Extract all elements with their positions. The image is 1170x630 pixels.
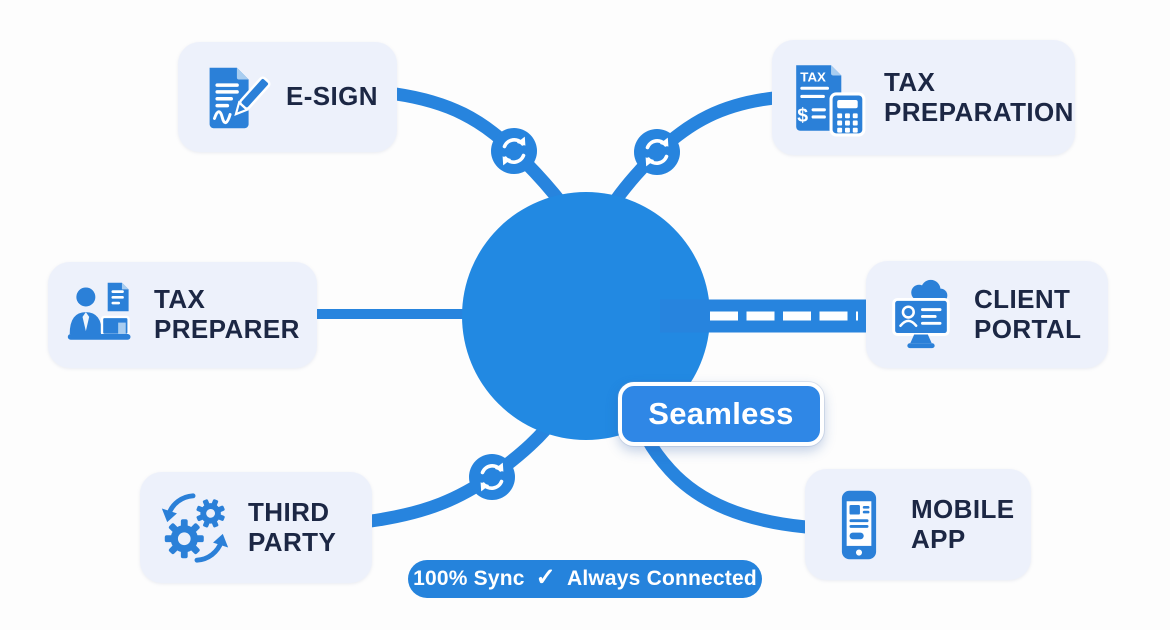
monitor-cloud-user-icon-svg: [892, 279, 950, 348]
node-label-line: TAX: [884, 66, 936, 97]
node-label-line: TAX: [154, 284, 206, 315]
tax-icon-header-text: TAX: [800, 69, 826, 84]
smartphone-icon: [821, 487, 897, 563]
seamless-badge: Seamless: [618, 382, 824, 446]
tax-preparer-person-desk-icon-svg: [67, 282, 131, 340]
node-card-tax-preparation: TAX $ TAX PREPARATION: [772, 40, 1075, 155]
tax-preparer-person-desk-icon: [64, 277, 140, 353]
node-label-tax-preparer: TAX PREPARER: [154, 285, 300, 344]
sync-icon: [491, 128, 537, 174]
node-label-line: PARTY: [248, 526, 337, 557]
gears-exchange-arrows-icon: [156, 489, 234, 567]
node-label-line: PREPARER: [154, 314, 300, 344]
node-card-tax-preparer: TAX PREPARER: [48, 262, 317, 368]
connector-third-party: [364, 407, 565, 528]
node-label-mobile-app: MOBILE APP: [911, 493, 1015, 554]
monitor-cloud-user-icon: [882, 276, 960, 354]
sync-icon-svg: [634, 129, 680, 175]
tax-document-calculator-icon-svg: TAX $: [796, 64, 866, 136]
tax-icon-dollar-text: $: [797, 104, 808, 126]
node-label-line: PREPARATION: [884, 96, 1074, 127]
check-icon: ✓: [535, 564, 556, 591]
node-card-mobile-app: MOBILE APP: [805, 469, 1031, 580]
node-label-line: CLIENT: [974, 283, 1071, 314]
banner-sync-text: 100% Sync: [413, 567, 525, 590]
esign-document-pen-icon-svg: [209, 67, 271, 129]
sync-icon-svg: [469, 454, 515, 500]
node-label-line: E-SIGN: [286, 81, 378, 112]
node-card-e-sign: E-SIGN: [178, 42, 397, 152]
esign-document-pen-icon: [194, 58, 272, 136]
node-card-third-party: THIRD PARTY: [140, 472, 372, 583]
node-label-e-sign: E-SIGN: [286, 82, 378, 112]
node-label-client-portal: CLIENT PORTAL: [974, 283, 1082, 344]
sync-icon-svg: [491, 128, 537, 174]
seamless-badge-label: Seamless: [648, 396, 794, 431]
node-label-line: THIRD: [248, 496, 330, 527]
gears-exchange-arrows-icon-svg: [161, 492, 229, 563]
sync-icon: [634, 129, 680, 175]
sync-icon: [469, 454, 515, 500]
banner-connected-text: Always Connected: [566, 567, 757, 590]
central-hub-circle: [462, 192, 710, 440]
node-label-line: MOBILE: [911, 493, 1015, 524]
node-label-line: PORTAL: [974, 313, 1082, 344]
tax-document-calculator-icon: TAX $: [788, 57, 870, 139]
node-label-third-party: THIRD PARTY: [248, 496, 337, 557]
node-card-client-portal: CLIENT PORTAL: [866, 261, 1108, 368]
smartphone-icon-svg: [841, 490, 877, 559]
node-label-tax-preparation: TAX PREPARATION: [884, 66, 1074, 127]
sync-banner: 100% Sync ✓ Always Connected: [408, 560, 762, 598]
node-label-line: APP: [911, 523, 966, 554]
